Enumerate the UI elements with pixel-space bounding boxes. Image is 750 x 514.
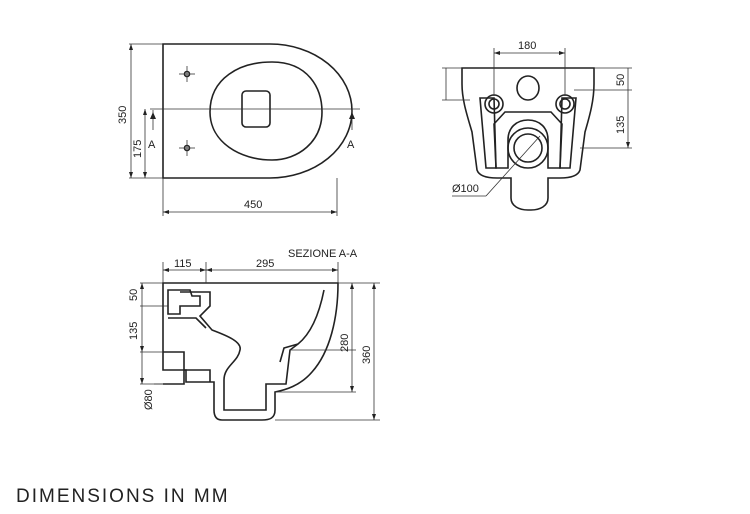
top-view-mounting-hole-lower — [179, 140, 195, 156]
rear-view-inlet — [516, 75, 540, 101]
section-top-offset-label: 50 — [128, 289, 140, 301]
section-title: SEZIONE A-A — [288, 248, 358, 260]
section-drain-diameter-label: Ø80 — [143, 389, 155, 410]
drain-diameter-label: Ø100 — [452, 183, 479, 195]
half-depth-label: 175 — [132, 140, 144, 158]
bolt-spacing-label: 180 — [518, 40, 536, 52]
rim-height-label: 280 — [339, 334, 351, 352]
rear-offset-label: 115 — [174, 258, 192, 270]
top-view-seat-opening — [209, 61, 323, 161]
rear-view-outline — [461, 67, 595, 211]
width-label: 450 — [244, 199, 262, 211]
top-view: A A 350 175 450 — [117, 43, 360, 216]
section-inlet-detail — [167, 289, 201, 315]
section-drain-outlet — [163, 351, 185, 385]
dimensions-caption: DIMENSIONS IN MM — [16, 486, 230, 507]
top-view-outline — [162, 43, 353, 179]
section-drain-height-label: 135 — [128, 322, 140, 340]
depth-label: 350 — [117, 106, 129, 124]
rear-view-drain-inner — [513, 133, 543, 163]
section-arrow-left — [150, 112, 156, 119]
rear-view: 180 50 135 Ø100 — [442, 40, 632, 211]
top-view-mounting-hole-upper — [179, 66, 195, 82]
section-view: SEZIONE A-A 115 295 50 135 — [128, 248, 380, 421]
section-arrow-right — [349, 112, 355, 119]
section-inner-bowl — [180, 289, 325, 411]
section-mark-left: A — [148, 139, 156, 151]
top-offset-label: 50 — [615, 74, 627, 86]
bowl-length-label: 295 — [256, 258, 274, 270]
section-mark-right: A — [347, 139, 355, 151]
total-height-label: 360 — [361, 346, 373, 364]
section-outer-profile — [162, 282, 339, 421]
drain-height-label: 135 — [615, 116, 627, 134]
rear-view-drain-outer — [507, 127, 549, 169]
